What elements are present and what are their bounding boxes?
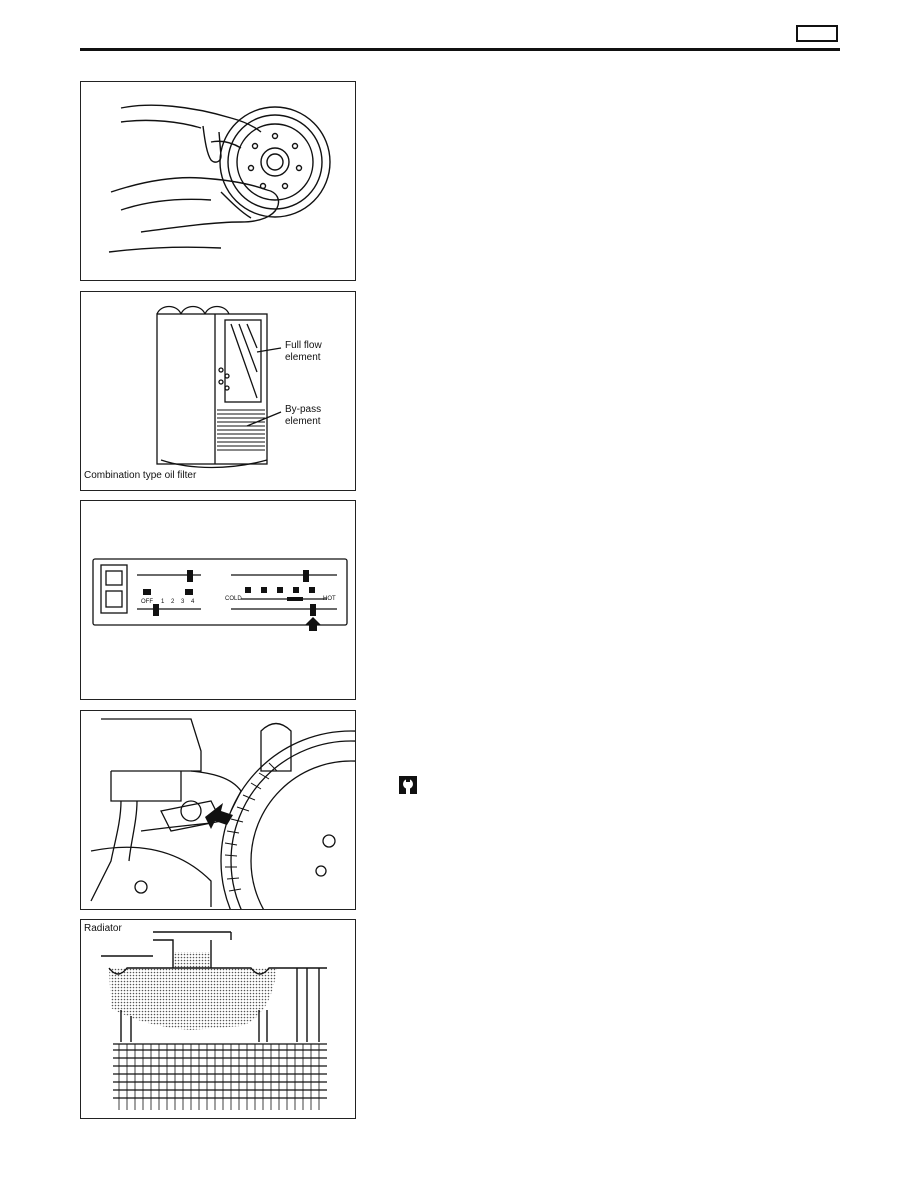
- special-tool-icon: [399, 776, 417, 794]
- label-bypass-element: element: [285, 416, 321, 427]
- figure-radiator-level: Radiator: [80, 919, 356, 1119]
- page-number-box: [796, 25, 838, 42]
- figure-drain-cock: [80, 710, 356, 910]
- fan-speed-4: 4: [191, 599, 195, 605]
- header-rule: [80, 48, 840, 51]
- fan-speed-2: 2: [171, 599, 175, 605]
- label-bypass: By-pass: [285, 404, 322, 415]
- temp-cold-label: COLD: [225, 596, 242, 602]
- temp-hot-label: HOT: [323, 596, 336, 602]
- figure-heater-control-panel: OFF 1 2 3 4 COLD HOT: [80, 500, 356, 700]
- figure-oil-filter-cutaway: Full flow element By-pass element Combin…: [80, 291, 356, 491]
- fan-off-label: OFF: [141, 599, 153, 605]
- oil-filter-cutaway-illustration: [156, 305, 282, 469]
- label-full-flow: Full flow: [285, 340, 322, 351]
- fan-speed-3: 3: [181, 599, 185, 605]
- arrow-icon: [205, 803, 233, 829]
- fan-speed-1: 1: [161, 599, 165, 605]
- heater-panel-illustration: [92, 558, 348, 631]
- oil-filter-hands-illustration: [108, 104, 331, 253]
- figure-caption: Combination type oil filter: [84, 470, 197, 481]
- figure-oil-filter-hands: [80, 81, 356, 281]
- label-full-flow-element: element: [285, 352, 321, 363]
- drain-cock-illustration: [90, 718, 355, 909]
- radiator-illustration: [101, 931, 327, 1110]
- radiator-label: Radiator: [84, 923, 122, 934]
